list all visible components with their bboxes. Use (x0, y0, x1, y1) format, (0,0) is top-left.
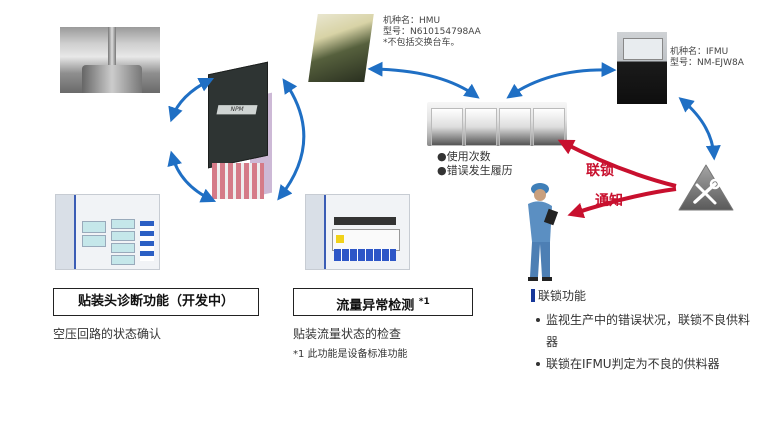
operator-figure (528, 183, 559, 281)
maintenance-warning-icon (678, 164, 734, 211)
interlock-bullet-2-text: 联锁在IFMU判定为不良的供料器 (546, 357, 720, 371)
nozzle-photo (60, 27, 160, 93)
head-valves (212, 163, 264, 199)
heading-bar (531, 289, 535, 302)
cycle-arrow-right (277, 78, 306, 201)
ifmu-maintenance-arrow (678, 97, 721, 161)
interlock-label: 联锁 (586, 163, 614, 179)
line-info-usage: ●使用次数 (437, 150, 491, 163)
ifmu-machine-photo (617, 32, 667, 104)
notify-label: 通知 (595, 193, 623, 209)
hmu-note: *不包括交换台车。 (383, 38, 460, 48)
interlock-function-heading: 联锁功能 (531, 287, 586, 304)
interlock-bullet-1: 监视生产中的错误状况，联锁不良供料器 (536, 309, 761, 353)
ifmu-line-arrow (506, 62, 617, 99)
cycle-arrow-top-left (168, 77, 215, 123)
hmu-line-arrow (367, 61, 480, 99)
ifmu-labels: 机种名：IFMU 型号：NM-EJW8A (670, 47, 744, 69)
hmu-name: 机种名：HMU (383, 16, 441, 26)
head-diagnosis-title-text: 贴装头诊断功能（开发中） (77, 294, 234, 309)
interlock-function-title: 联锁功能 (538, 289, 587, 303)
bullet-dot (536, 318, 540, 322)
flow-detection-title: 流量异常检测 *1 (293, 288, 473, 316)
bullet-dot (536, 362, 540, 366)
mounting-line-photo (427, 102, 567, 146)
interlock-bullet-1-text: 监视生产中的错误状况，联锁不良供料器 (546, 313, 751, 349)
line-info-error-history: ●错误发生履历 (437, 164, 513, 177)
flow-detection-note: *1 此功能是设备标准功能 (293, 349, 408, 360)
flow-detection-description: 贴装流量状态的检查 (293, 327, 402, 341)
flow-detection-superscript: *1 (418, 297, 430, 307)
notify-arrow (567, 187, 677, 219)
line-info: ●使用次数 ●错误发生履历 (437, 150, 513, 178)
flow-detection-title-text: 流量异常检测 (336, 298, 415, 314)
flow-detection-screen (305, 194, 410, 270)
interlock-arrow (557, 139, 677, 188)
hmu-model: 型号：N610154798AA (383, 27, 481, 37)
head-diagnosis-screen (55, 194, 160, 270)
ifmu-model: 型号：NM-EJW8A (670, 58, 744, 68)
head-diagnosis-title: 贴装头诊断功能（开发中） (53, 288, 259, 316)
cycle-arrow-bottom-left (167, 150, 217, 203)
hmu-labels: 机种名：HMU 型号：N610154798AA *不包括交换台车。 (383, 16, 481, 49)
head-diagnosis-description: 空压回路的状态确认 (53, 327, 162, 341)
interlock-bullet-2: 联锁在IFMU判定为不良的供料器 (536, 353, 761, 375)
ifmu-name: 机种名：IFMU (670, 47, 729, 57)
